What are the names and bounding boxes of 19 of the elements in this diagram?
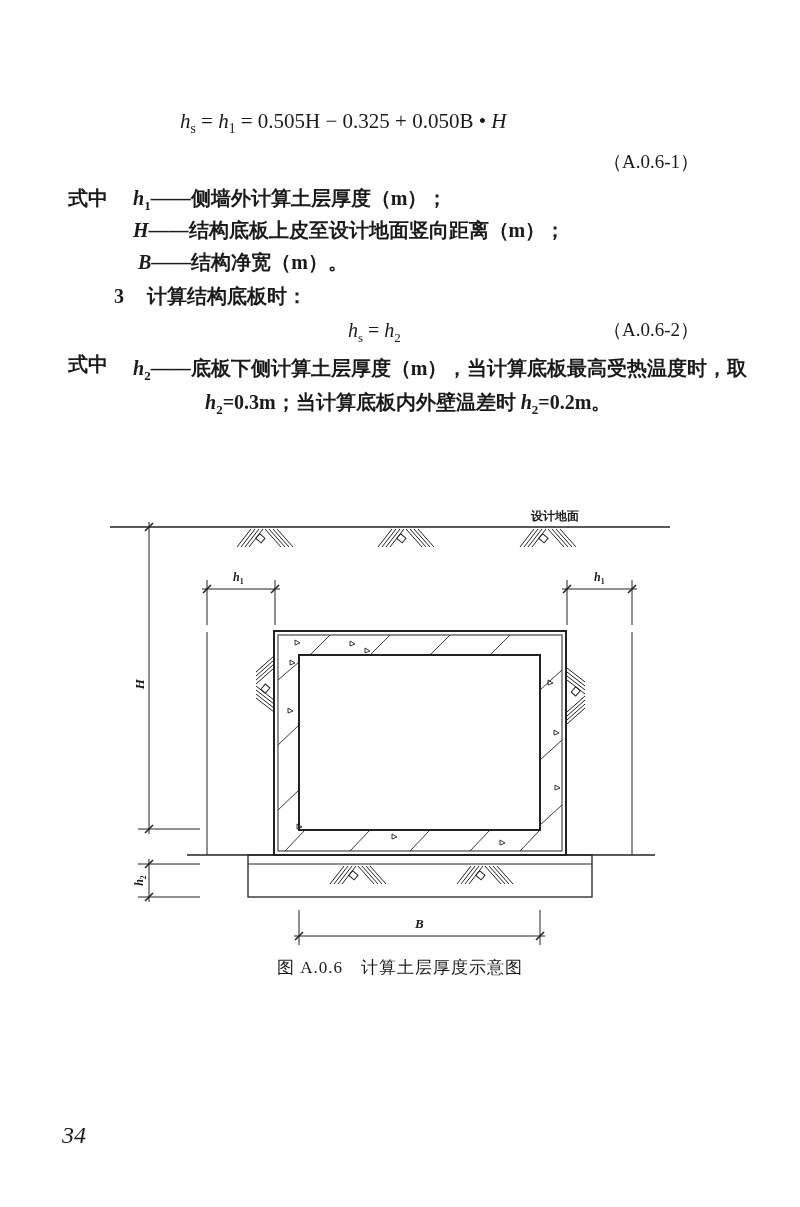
dimension-label: H [131, 679, 148, 690]
text-line: h$_{2}$——底板下侧计算土层厚度（m），当计算底板最高受热温度时，取 h$_{2}$=0.3m；当计算底板内外壁温差时 h$_{2}$=0.2m。 [133, 356, 749, 420]
text-line: H——结构底板上皮至设计地面竖向距离（m）； [133, 218, 566, 243]
text-line: h$_{s}$ = h$_{2}$ [348, 318, 401, 347]
text-line: 3 [114, 284, 124, 309]
dimension-label: B [415, 916, 424, 933]
dimension-label: h$_{1}$ [594, 570, 605, 588]
text-line: 计算结构底板时： [147, 284, 307, 309]
figure-caption: 图 A.0.6 计算土层厚度示意图 [277, 958, 523, 977]
text-line: 式中 [68, 186, 108, 211]
text-line: （A.0.6-1） [603, 150, 700, 174]
text-line: h$_{s}$ = h$_{1}$ = 0.505H − 0.325 + 0.050B • H [180, 108, 507, 138]
dimension-label: 设计地面 [531, 509, 579, 524]
text-line: B——结构净宽（m）。 [138, 250, 348, 275]
dimension-label: h$_{1}$ [233, 570, 244, 588]
text-line: h$_{1}$——侧墙外计算土层厚度（m）； [133, 186, 448, 215]
text-line: （A.0.6-2） [603, 318, 700, 342]
dimension-label: 34 [62, 1121, 86, 1150]
text-line: 式中 [68, 352, 108, 377]
